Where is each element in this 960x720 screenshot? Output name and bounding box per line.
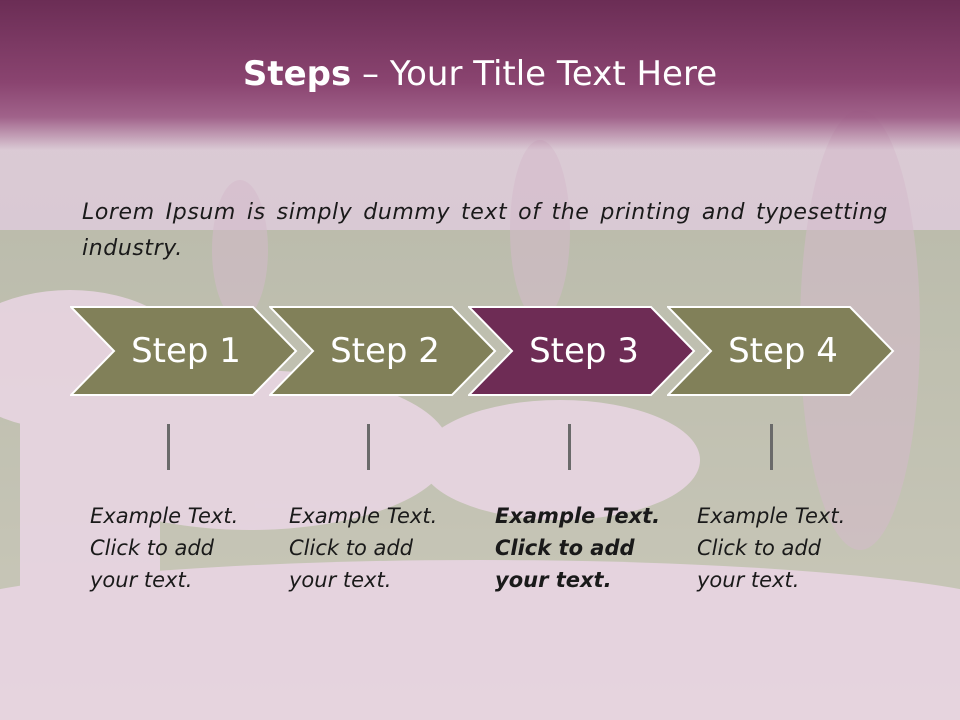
slide-title[interactable]: Steps – Your Title Text Here [0,54,960,94]
step-2-label: Step 2 [330,331,440,371]
step-4-label: Step 4 [728,331,838,371]
step-text-line: Example Text. [90,504,239,528]
step-1-chevron[interactable]: Step 1 [70,306,298,396]
step-3-label: Step 3 [529,331,639,371]
step-1-connector [167,424,170,470]
step-2-chevron[interactable]: Step 2 [269,306,497,396]
step-2-connector [367,424,370,470]
intro-text[interactable]: Lorem Ipsum is simply dummy text of the … [82,200,888,261]
step-text-line: Click to add [495,536,635,560]
step-text-line: your text. [90,568,193,592]
step-text-line: Example Text. [289,504,438,528]
title-bold: Steps [242,54,352,94]
step-4-text[interactable]: Example Text. Click to add your text. [697,500,867,596]
step-3-chevron[interactable]: Step 3 [468,306,696,396]
step-text-line: your text. [289,568,392,592]
step-text-line: your text. [697,568,800,592]
step-3-connector [568,424,571,470]
step-text-line: Example Text. [697,504,846,528]
step-text-line: Click to add [90,536,215,560]
step-text-line: Click to add [289,536,414,560]
step-2-text[interactable]: Example Text. Click to add your text. [289,500,459,596]
step-text-line: your text. [495,568,612,592]
step-3-text[interactable]: Example Text. Click to add your text. [495,500,665,596]
title-rest: – Your Title Text Here [351,54,718,94]
step-4-chevron[interactable]: Step 4 [667,306,895,396]
step-1-label: Step 1 [131,331,241,371]
step-text-line: Example Text. [495,504,661,528]
step-4-connector [770,424,773,470]
step-text-line: Click to add [697,536,822,560]
step-1-text[interactable]: Example Text. Click to add your text. [90,500,260,596]
title-bar [0,0,960,150]
